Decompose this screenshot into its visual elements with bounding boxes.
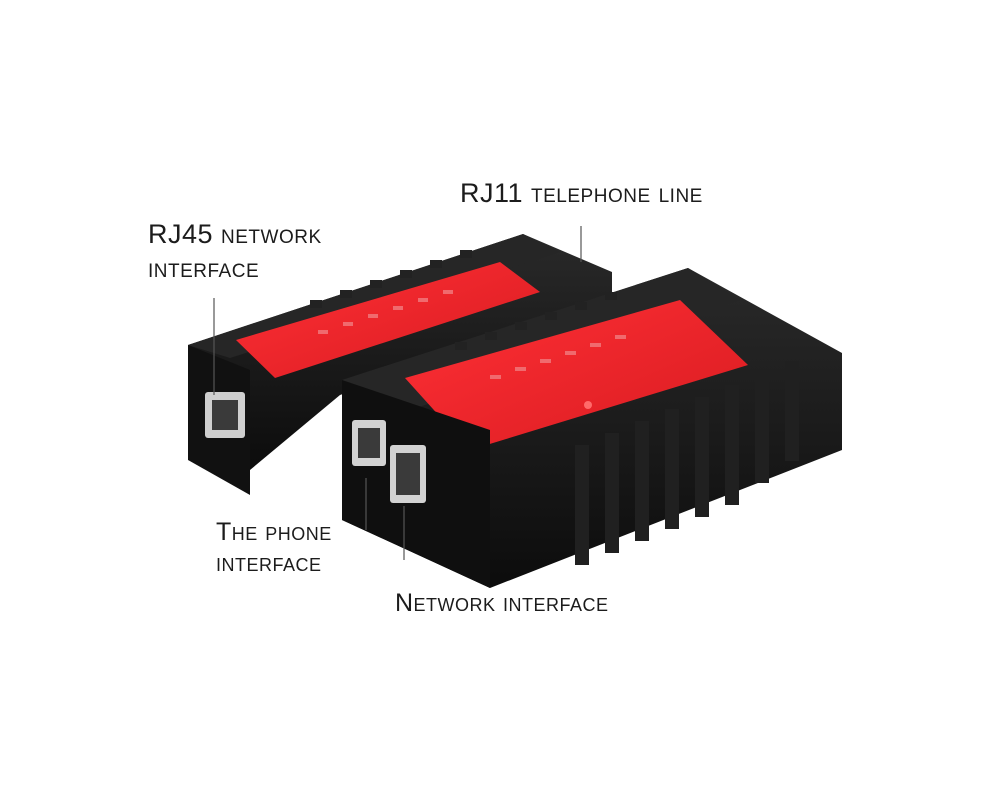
power-led [584, 401, 592, 409]
network-interface-label: Network interface [395, 588, 609, 619]
main-red-panel [405, 300, 748, 450]
main-grip-ridges [575, 361, 799, 565]
phone-label-line2: interface [216, 549, 322, 578]
rj45-network-interface-label: RJ45 network interface [148, 218, 322, 286]
network-label-line1: Network interface [395, 589, 609, 617]
rj45-label-line1: RJ45 network [148, 219, 322, 249]
main-led-row [490, 335, 626, 379]
main-unit [342, 268, 842, 588]
rj11-telephone-line-label: RJ11 telephone line [460, 177, 703, 211]
remote-red-panel [236, 262, 540, 378]
rj11-label-line1: RJ11 telephone line [460, 178, 703, 208]
phone-interface-label: The phone interface [216, 517, 332, 580]
main-top-ridges [455, 292, 617, 350]
remote-unit [188, 234, 612, 495]
rj45-label-line2: interface [148, 252, 260, 283]
remote-grip-ridges [310, 250, 472, 308]
leader-lines [213, 226, 582, 560]
remote-led-row [318, 290, 453, 334]
phone-label-line1: The phone [216, 518, 332, 546]
